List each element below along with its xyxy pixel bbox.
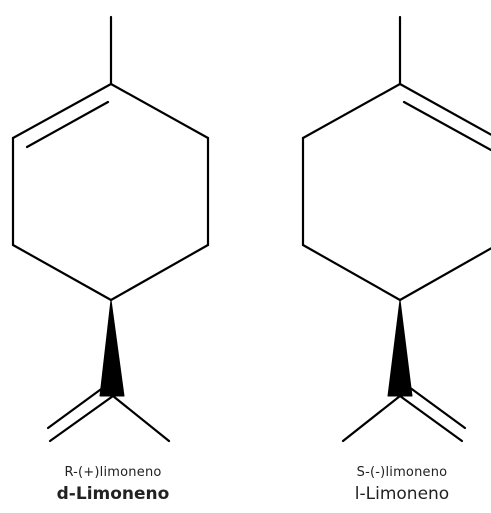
ring-bond-right-6: [301, 82, 402, 140]
ring-double-bond-outer-right: [398, 82, 491, 136]
isopropenyl-methyl-right: [341, 394, 402, 443]
caption-d-limonene: R-(+)limoneno d-Limoneno: [3, 465, 223, 505]
isopropenyl-double-outer-left: [48, 394, 115, 443]
ring-double-bond-outer-left: [11, 82, 113, 140]
ring-double-bond-inner-left: [25, 100, 110, 149]
caption-l-limonene: S-(-)limoneno l-Limoneno: [292, 465, 491, 505]
ring-bond-right-4: [301, 243, 402, 302]
wedge-bond-right: [387, 299, 413, 397]
molecule-d-limonene: [11, 15, 210, 443]
isopropenyl-double-outer-right: [398, 394, 464, 443]
wedge-bond-left: [99, 299, 125, 397]
isopropenyl-double-inner-left: [46, 385, 106, 430]
ring-bond-left-1: [109, 82, 210, 140]
ring-double-bond-inner-right: [402, 100, 491, 152]
molecule-name-left: d-Limoneno: [56, 484, 170, 504]
ring-bond-right-3: [398, 247, 491, 302]
ring-bond-left-3: [109, 243, 210, 302]
ring-bond-left-4: [11, 243, 113, 302]
descriptor-label-right: S-(-)limoneno: [356, 465, 448, 480]
molecule-name-right: l-Limoneno: [354, 484, 450, 504]
isopropenyl-double-inner-right: [407, 385, 467, 430]
descriptor-label-left: R-(+)limoneno: [64, 465, 162, 480]
isopropenyl-methyl-left: [111, 394, 171, 443]
molecule-l-limonene: [301, 15, 491, 443]
